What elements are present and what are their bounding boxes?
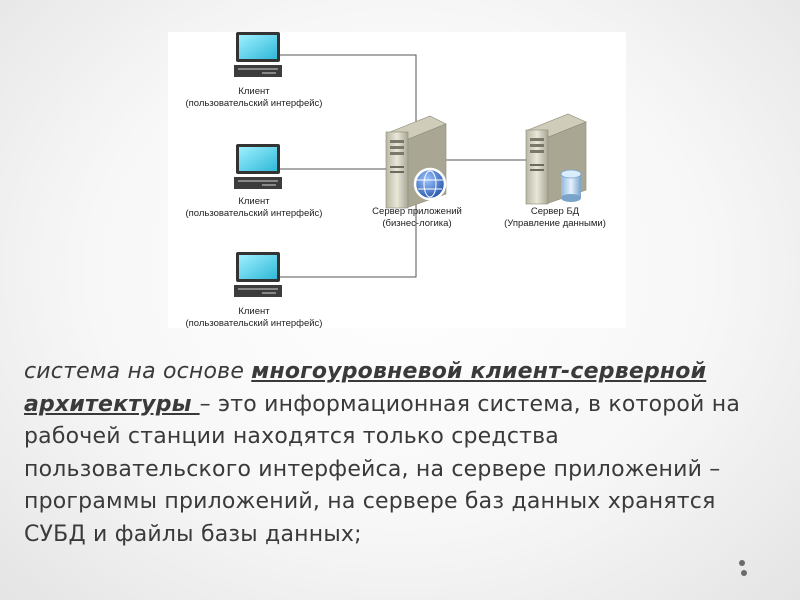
client-2-subtitle: (пользовательский интерфейс) (185, 208, 323, 219)
client-2-label: Клиент (пользовательский интерфейс) (174, 196, 334, 220)
db-server-subtitle: (Управление данными) (504, 218, 606, 229)
client-3-title: Клиент (238, 306, 270, 317)
diagram-graphics (234, 32, 587, 297)
app-server-title: Сервер приложений (372, 206, 462, 217)
client-computer-2 (234, 144, 282, 189)
client-computer-1 (234, 32, 282, 77)
db-server-title: Сервер БД (530, 206, 580, 217)
db-server-label: Сервер БД (Управление данными) (492, 206, 618, 230)
app-server-label: Сервер приложений (бизнес-логика) (354, 206, 480, 230)
client-computer-3 (234, 252, 282, 297)
database-cylinder-icon (560, 169, 582, 202)
definition-text: система на основе многоуровневой клиент-… (24, 356, 764, 551)
client-3-label: Клиент (пользовательский интерфейс) (174, 306, 334, 330)
definition-intro: система на основе (24, 359, 252, 384)
definition-term: многоуровневой клиент-серверной архитект… (24, 359, 707, 417)
decorative-dot-bottom (741, 570, 747, 576)
line-client-3 (280, 204, 417, 278)
connection-lines (280, 54, 526, 278)
client-1-title: Клиент (238, 86, 270, 97)
client-1-label: Клиент (пользовательский интерфейс) (174, 86, 334, 110)
client-3-subtitle: (пользовательский интерфейс) (185, 318, 323, 329)
line-client-1 (280, 54, 417, 130)
definition-body: – это информационная система, в которой … (24, 391, 741, 547)
client-2-title: Клиент (238, 196, 270, 207)
globe-icon (413, 167, 447, 201)
decorative-dot-top (739, 560, 745, 566)
client-1-subtitle: (пользовательский интерфейс) (185, 98, 323, 109)
architecture-diagram: Клиент (пользовательский интерфейс) Клие… (168, 32, 626, 330)
app-server-subtitle: (бизнес-логика) (382, 218, 452, 229)
